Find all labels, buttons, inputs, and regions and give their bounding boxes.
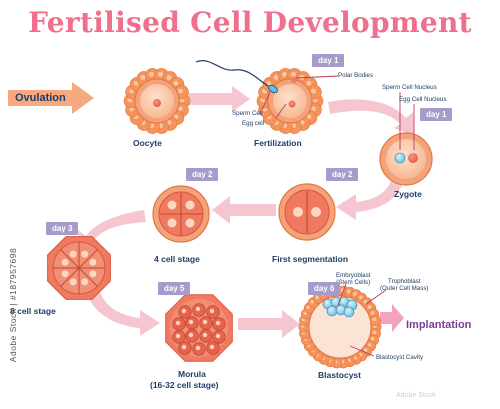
day-badge-first-segmentation: day 2 xyxy=(326,168,359,181)
egg-pronucleus xyxy=(408,153,418,163)
morula-label: Morula xyxy=(178,369,206,379)
eight-cell-label: 8 cell stage xyxy=(10,306,56,316)
embryoblast-cell-5 xyxy=(326,305,338,317)
day-badge-eight-cell: day 3 xyxy=(46,222,79,235)
blastocyst-label: Blastocyst xyxy=(318,370,361,380)
eight-cell-nucleus-8 xyxy=(89,258,97,266)
sperm-nucleus-anno: Sperm Cell Nucleus xyxy=(382,84,437,91)
embryoblast-cell-7 xyxy=(343,306,355,318)
fertilization-label: Fertilization xyxy=(254,138,302,148)
day-badge-fertilization: day 1 xyxy=(312,54,345,67)
eight-cell-nucleus-1 xyxy=(89,270,97,278)
blastocyst-cavity xyxy=(308,295,372,359)
sperm-head xyxy=(268,84,278,94)
pointer-lines xyxy=(261,75,415,357)
eight-cell-nucleus-7 xyxy=(81,250,89,258)
arrow-fert-zygote xyxy=(328,99,414,136)
polar-body xyxy=(291,77,297,83)
eight-cell-nucleus-5 xyxy=(61,258,69,266)
sperm-pronucleus xyxy=(394,152,406,164)
pointer-embryoblast xyxy=(337,283,347,307)
four-cell-nucleus-3 xyxy=(167,218,177,228)
four-cell-nucleus-1 xyxy=(167,200,177,210)
polar-bodies-anno: Polar Bodies xyxy=(338,72,374,79)
arrow-eight-morula xyxy=(88,292,160,336)
embryoblast-sub: (Stem Cells) xyxy=(336,279,371,286)
blastocyst-trophoblast xyxy=(298,285,382,369)
sperm-cell-anno: Sperm Cell xyxy=(232,110,263,117)
stock-id-watermark: Adobe Stock | #187957698 xyxy=(8,247,19,363)
page-title: Fertilised Cell Development xyxy=(28,6,472,39)
four-cell-nucleus-4 xyxy=(185,218,195,228)
pointer-sperm-cell xyxy=(261,91,271,111)
day-badge-blastocyst: day 6 xyxy=(308,282,341,295)
pointer-polar-bodies xyxy=(295,75,339,79)
pointer-cavity xyxy=(349,345,375,357)
trophoblast-sub: (Outer Cell Mass) xyxy=(380,285,429,292)
oocyte-nucleus xyxy=(153,99,161,107)
egg-nucleus-anno: Egg Cell Nucleus xyxy=(399,96,447,103)
eight-cell-divider-6 xyxy=(60,249,80,269)
arrow-oocyte-fert xyxy=(186,86,250,112)
stock-brand-watermark: Adobe Stock xyxy=(396,392,436,399)
arrow-zygote-seg xyxy=(336,178,404,220)
fertilization-cell xyxy=(273,84,307,118)
egg-cell-anno: Egg cell xyxy=(242,120,265,127)
first-segmentation-label: First segmentation xyxy=(272,254,349,264)
embryoblast-anno: Embryoblast (Stem Cells) xyxy=(336,272,370,286)
arrow-morula-blast xyxy=(238,310,300,338)
segmentation-nucleus-left xyxy=(293,207,303,217)
day-badge-zygote: day 1 xyxy=(420,108,453,121)
arrow-seg-four xyxy=(212,196,276,224)
eight-cell-nucleus-2 xyxy=(81,278,89,286)
blastocyst-cavity-anno: Blastocyst Cavity xyxy=(376,354,424,361)
eight-cell-divider-8 xyxy=(78,249,98,269)
ovulation-label: Ovulation xyxy=(15,92,66,104)
morula-sub-label: (16-32 cell stage) xyxy=(150,380,219,390)
embryoblast-title: Embryoblast xyxy=(336,272,371,279)
pointer-trophoblast xyxy=(365,289,387,305)
eight-cell-nucleus-6 xyxy=(69,250,77,258)
segmentation-nucleus-right xyxy=(311,207,321,217)
eight-cell-divider-4 xyxy=(60,267,80,287)
eight-cell-nucleus-4 xyxy=(61,270,69,278)
oocyte-label: Oocyte xyxy=(133,138,162,148)
egg-nucleus-dot xyxy=(288,100,296,108)
trophoblast-anno: Trophoblast (Outer Cell Mass) xyxy=(380,278,428,292)
eight-cell-nucleus-3 xyxy=(69,278,77,286)
zygote-label: Zygote xyxy=(394,189,422,199)
sperm-tail xyxy=(195,60,269,87)
implantation-arrow xyxy=(380,304,404,332)
pointer-egg-cell xyxy=(275,103,287,119)
eight-cell-divider-2 xyxy=(78,267,98,287)
trophoblast-title: Trophoblast xyxy=(388,278,421,285)
four-cell-nucleus-2 xyxy=(185,200,195,210)
implantation-label: Implantation xyxy=(406,319,472,331)
day-badge-four-cell: day 2 xyxy=(186,168,219,181)
day-badge-morula: day 5 xyxy=(158,282,191,295)
four-cell-label: 4 cell stage xyxy=(154,254,200,264)
zygote-cell xyxy=(386,139,426,179)
ovulation-arrow xyxy=(8,82,94,114)
